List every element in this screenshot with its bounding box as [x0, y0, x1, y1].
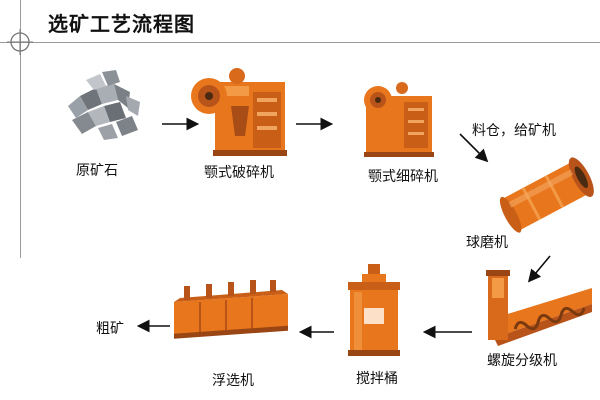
label-raw-ore: 原矿石 [76, 163, 118, 179]
crosshair-icon [7, 29, 33, 55]
label-fine-jaw-crusher: 颚式细碎机 [368, 169, 438, 185]
flotation-machine-image [174, 280, 288, 339]
mixing-tank-image [348, 264, 400, 356]
arrow-mill-to-classifier [527, 255, 551, 283]
label-bin-feeder: 料仓，给矿机 [472, 123, 556, 139]
label-spiral-classifier: 螺旋分级机 [487, 353, 557, 369]
jaw-crusher-image [191, 68, 287, 156]
fine-jaw-crusher-image [364, 82, 434, 157]
frame-left-line [20, 0, 21, 258]
spiral-classifier-image [486, 270, 592, 346]
diagram-title: 选矿工艺流程图 [48, 12, 195, 36]
label-concentrate: 粗矿 [96, 321, 124, 337]
label-mixing-tank: 搅拌桶 [356, 371, 398, 387]
raw-ore-image [68, 70, 140, 140]
ball-mill-image [499, 157, 594, 233]
label-jaw-crusher: 颚式破碎机 [204, 165, 274, 181]
label-flotation-machine: 浮选机 [212, 373, 254, 389]
frame-top-line [0, 42, 600, 43]
arrow-fine-to-mill [459, 133, 489, 163]
label-ball-mill: 球磨机 [466, 235, 508, 251]
